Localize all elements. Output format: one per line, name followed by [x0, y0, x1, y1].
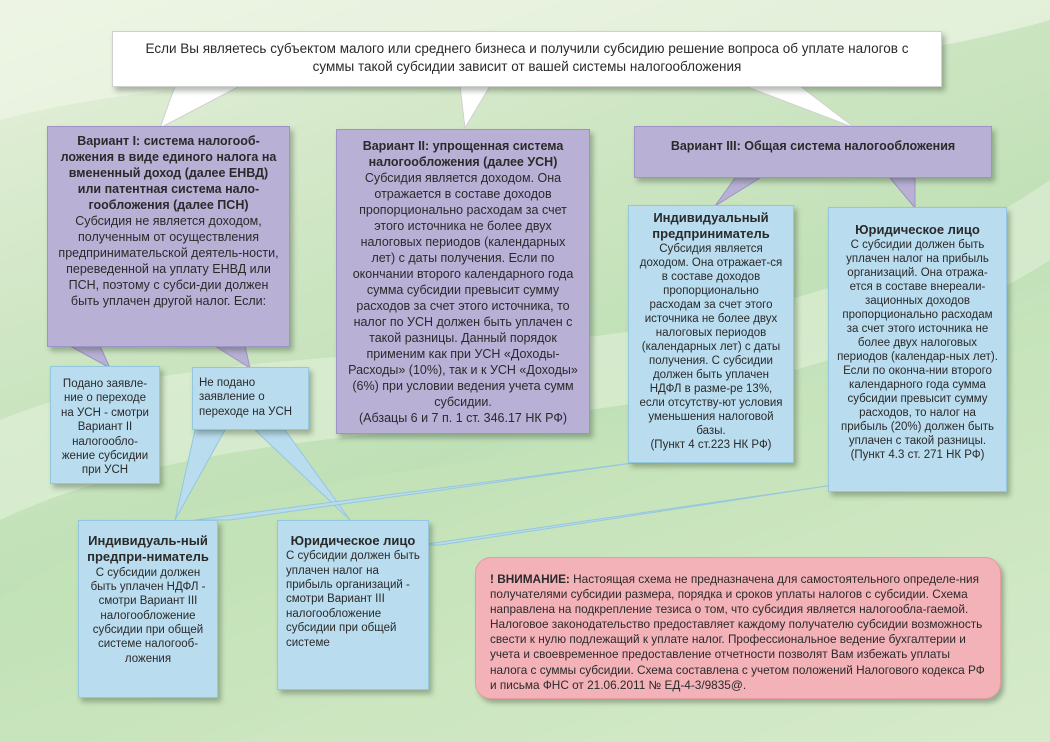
v3-individual-ref: (Пункт 4 ст.223 НК РФ)	[650, 438, 772, 451]
variant2-title: Вариант II: упрощенная система налогообл…	[362, 139, 564, 169]
variant2-ref: (Абзацы 6 и 7 п. 1 ст. 346.17 НК РФ)	[358, 411, 567, 425]
not-filed-text: Не подано заявление о переходе на УСН	[199, 377, 293, 418]
variant1-title: Вариант I: система налогооб-ложения в ви…	[60, 134, 277, 212]
warning-label: ! ВНИМАНИЕ:	[490, 572, 570, 586]
v3-legal-ref: (Пункт 4.3 ст. 271 НК РФ)	[850, 449, 985, 462]
filed-application-box: Подано заявле-ние о переходе на УСН - см…	[50, 366, 160, 484]
v1-individual-title: Индивидуаль-ный предпри-ниматель	[87, 533, 209, 565]
header-text: Если Вы являетесь субъектом малого или с…	[145, 41, 909, 75]
variant1-body: Субсидия не является доходом, полученным…	[58, 214, 279, 308]
warning-text: Настоящая схема не предназначена для сам…	[490, 572, 985, 692]
v3-legal-title: Юридическое лицо	[855, 222, 980, 237]
header-callout: Если Вы являетесь субъектом малого или с…	[112, 31, 942, 87]
v1-individual-body: С субсидии должен быть уплачен НДФЛ - см…	[90, 566, 206, 665]
v1-legal-title: Юридическое лицо	[290, 533, 416, 548]
v3-individual-box: Индивидуальный предприниматель Субсидия …	[628, 205, 794, 463]
variant1-box: Вариант I: система налогооб-ложения в ви…	[47, 126, 290, 347]
variant2-box: Вариант II: упрощенная система налогообл…	[336, 129, 590, 434]
not-filed-box: Не подано заявление о переходе на УСН	[192, 367, 309, 430]
v3-individual-body: Субсидия является доходом. Она отражает-…	[639, 242, 783, 437]
warning-box: ! ВНИМАНИЕ: Настоящая схема не предназна…	[475, 557, 1001, 699]
v3-legal-box: Юридическое лицо С субсидии должен быть …	[828, 207, 1007, 492]
v1-legal-body: С субсидии должен быть уплачен налог на …	[286, 550, 420, 649]
v3-individual-title: Индивидуальный предприниматель	[652, 210, 770, 241]
v3-legal-body: С субсидии должен быть уплачен налог на …	[837, 238, 998, 448]
variant3-box: Вариант III: Общая система налогообложен…	[634, 126, 992, 178]
variant3-title: Вариант III: Общая система налогообложен…	[670, 139, 956, 153]
v1-legal-box: Юридическое лицо С субсидии должен быть …	[277, 520, 429, 690]
warning-text-block: ! ВНИМАНИЕ: Настоящая схема не предназна…	[490, 572, 985, 692]
v1-individual-box: Индивидуаль-ный предпри-ниматель С субси…	[78, 520, 218, 698]
filed-application-text: Подано заявле-ние о переходе на УСН - см…	[61, 378, 149, 477]
variant2-body: Субсидия является доходом. Она отражаетс…	[348, 171, 578, 409]
